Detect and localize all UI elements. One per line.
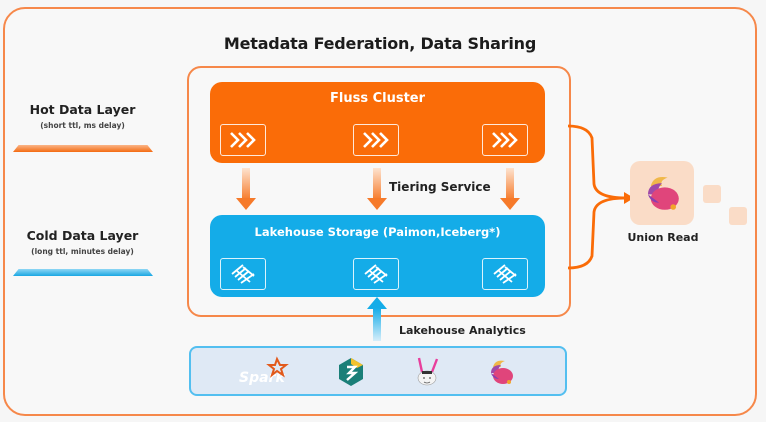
storage-node [220,258,266,290]
lakehouse-storage-box: Lakehouse Storage (Paimon,Iceberg*) [210,215,545,297]
triple-chevron-icon [363,132,389,148]
engine-spark: Spark [237,356,289,388]
cold-layer-bar [13,269,153,276]
fluss-cluster-box: Fluss Cluster [210,82,545,163]
diagram-title: Metadata Federation, Data Sharing [223,34,537,53]
union-read-brace [567,124,634,270]
engine-flink [486,356,516,388]
flink-squirrel-logo-icon [491,360,513,384]
data-lake-icon [493,264,517,284]
decorative-square [729,207,747,225]
tiering-arrow [367,168,387,210]
cold-layer-title: Cold Data Layer [26,228,139,243]
data-lake-icon [364,264,388,284]
tiering-service-label: Tiering Service [389,180,491,194]
spark-logo-icon: Spark [239,356,289,386]
analytics-arrow [367,297,387,341]
lakehouse-analytics-label: Lakehouse Analytics [399,324,526,337]
tiering-arrow [500,168,520,210]
cluster-node [353,124,399,156]
fluss-cluster-title: Fluss Cluster [329,91,426,106]
cold-layer-subtitle: (long ttl, minutes delay) [31,247,134,256]
cold-layer-label: Cold Data Layer (long ttl, minutes delay… [10,228,155,256]
trino-bunny-logo-icon [417,357,439,386]
storage-node [482,258,528,290]
triple-chevron-icon [230,132,256,148]
union-read-label: Union Read [627,231,699,244]
hot-layer-bar [13,145,153,152]
decorative-square [703,185,721,203]
storage-node [353,258,399,290]
tiering-arrow [236,168,256,210]
hot-layer-subtitle: (short ttl, ms delay) [40,121,125,130]
triple-chevron-icon [492,132,518,148]
flink-squirrel-logo-icon [648,177,679,210]
hot-layer-label: Hot Data Layer (short ttl, ms delay) [10,102,155,130]
starrocks-logo-icon [339,358,363,386]
cluster-node [482,124,528,156]
data-lake-icon [231,264,255,284]
lakehouse-storage-title: Lakehouse Storage (Paimon,Iceberg*) [254,225,501,239]
cluster-node [220,124,266,156]
analytics-engines-box: Spark [189,346,567,396]
engine-starrocks [336,356,366,388]
union-read-tile [630,161,694,225]
engine-trino [413,356,443,388]
hot-layer-title: Hot Data Layer [29,102,136,117]
